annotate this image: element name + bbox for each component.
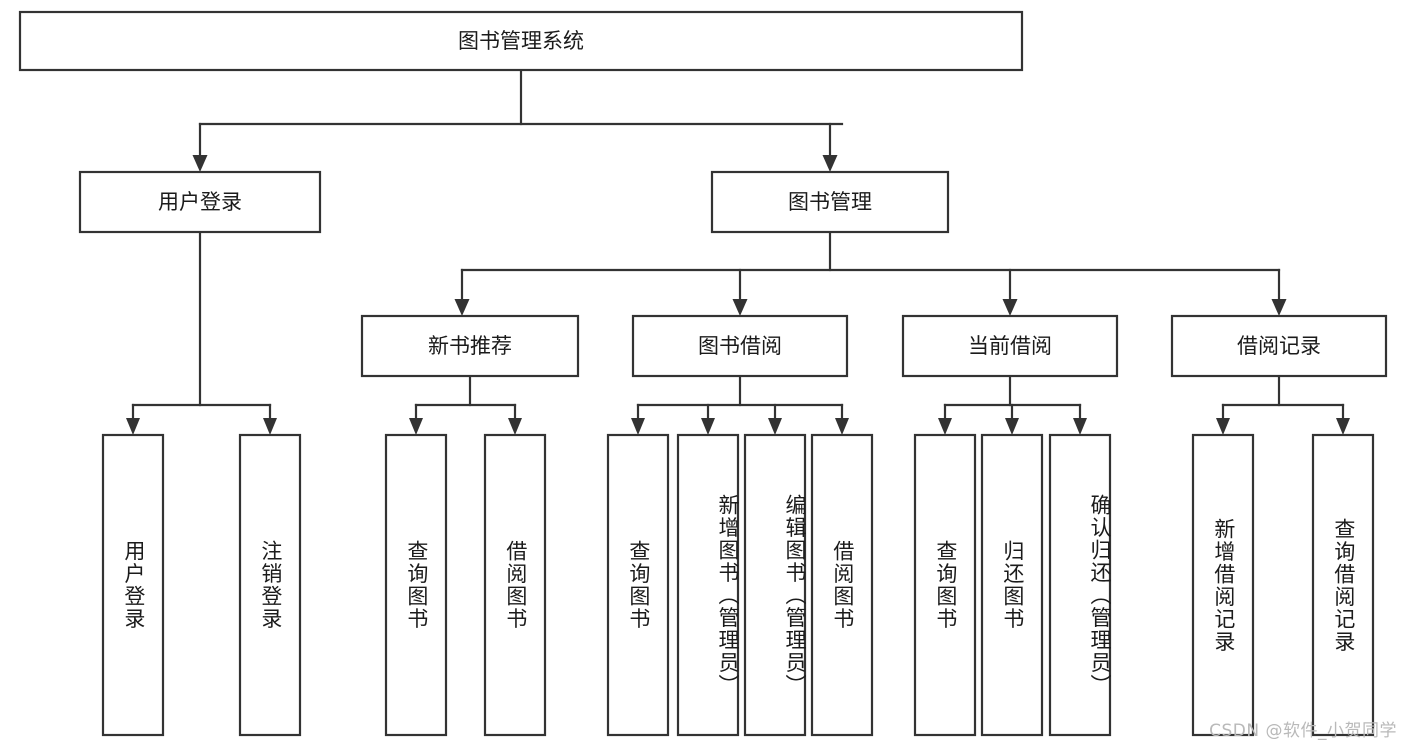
edges-borrow-record-to-leaves [1216,374,1350,435]
node-labels-horizontal: 图书管理系统 用户登录 图书管理 新书推荐 图书借阅 当前借阅 借阅记录 [158,29,1321,358]
label-book-borrow: 图书借阅 [698,334,782,358]
arrowhead-leaf-query-book-1 [409,418,423,435]
label-leaf-return-book: 归还图书 [1000,540,1025,630]
arrowhead-user-login [192,155,208,172]
node-box-leaf-query-book-2[interactable] [606,433,670,737]
arrowhead-book-manage [822,155,838,172]
arrowhead-book-borrow [732,299,748,316]
node-box-current-borrow[interactable] [901,314,1119,378]
arrowhead-leaf-query-book-3 [938,418,952,435]
label-book-manage: 图书管理 [788,190,872,214]
node-box-new-book-rec[interactable] [360,314,580,378]
label-leaf-query-record: 查询借阅记录 [1331,517,1356,653]
node-box-leaf-query-book-1[interactable] [384,433,448,737]
label-user-login: 用户登录 [158,190,242,214]
label-leaf-add-book: 新增图书（管理员） [716,493,740,697]
edges-current-borrow-to-leaves [938,374,1087,435]
label-new-book-rec: 新书推荐 [428,334,512,358]
label-leaf-confirm-return: 确认归还（管理员） [1088,493,1112,697]
label-leaf-add-record: 新增借阅记录 [1211,517,1236,653]
node-box-leaf-edit-book[interactable] [743,433,807,737]
arrowhead-leaf-return-book [1005,418,1019,435]
node-box-leaf-borrow-book-2[interactable] [810,433,874,737]
watermark-text: CSDN @软件_小贺同学 [1209,721,1397,741]
arrowhead-leaf-borrow-book-1 [508,418,522,435]
node-box-leaf-borrow-book-1[interactable] [483,433,547,737]
arrowhead-new-book-rec [454,299,470,316]
label-current-borrow: 当前借阅 [968,334,1052,358]
node-box-leaf-logout[interactable] [238,433,302,737]
node-box-book-manage[interactable] [710,170,950,234]
arrowhead-borrow-record [1271,299,1287,316]
arrowhead-leaf-edit-book [768,418,782,435]
arrowhead-leaf-user-login [126,418,140,435]
node-box-leaf-query-book-3[interactable] [913,433,977,737]
label-leaf-borrow-book-1: 借阅图书 [503,540,528,630]
node-box-leaf-user-login[interactable] [101,433,165,737]
arrowhead-leaf-confirm-return [1073,418,1087,435]
node-box-root[interactable] [18,10,1024,72]
node-box-leaf-confirm-return[interactable] [1048,433,1112,737]
label-leaf-borrow-book-2: 借阅图书 [830,540,855,630]
node-box-leaf-return-book[interactable] [980,433,1044,737]
edges-book-manage-to-level3 [454,230,1287,316]
node-box-user-login[interactable] [78,170,322,234]
node-box-book-borrow[interactable] [631,314,849,378]
label-leaf-query-book-1: 查询图书 [404,540,429,630]
node-boxes [18,10,1388,737]
edges-root-to-level2 [192,68,844,172]
edges-new-book-rec-to-leaves [409,374,522,435]
edges-book-borrow-to-leaves [631,374,849,435]
label-leaf-edit-book: 编辑图书（管理员） [783,493,807,697]
arrowhead-leaf-add-record [1216,418,1230,435]
node-box-borrow-record[interactable] [1170,314,1388,378]
label-leaf-query-book-3: 查询图书 [933,540,958,630]
label-leaf-logout: 注销登录 [258,540,283,630]
arrowhead-leaf-query-record [1336,418,1350,435]
edges-user-login-to-leaves [126,230,277,435]
arrowhead-leaf-query-book-2 [631,418,645,435]
arrowhead-leaf-logout [263,418,277,435]
node-box-leaf-add-record[interactable] [1191,433,1255,737]
arrowhead-leaf-add-book [701,418,715,435]
label-borrow-record: 借阅记录 [1237,334,1321,358]
arrowhead-leaf-borrow-book-2 [835,418,849,435]
label-leaf-query-book-2: 查询图书 [626,540,651,630]
node-box-leaf-add-book[interactable] [676,433,740,737]
label-root: 图书管理系统 [458,29,584,53]
arrowhead-current-borrow [1002,299,1018,316]
node-box-leaf-query-record[interactable] [1311,433,1375,737]
label-leaf-user-login: 用户登录 [121,540,146,630]
